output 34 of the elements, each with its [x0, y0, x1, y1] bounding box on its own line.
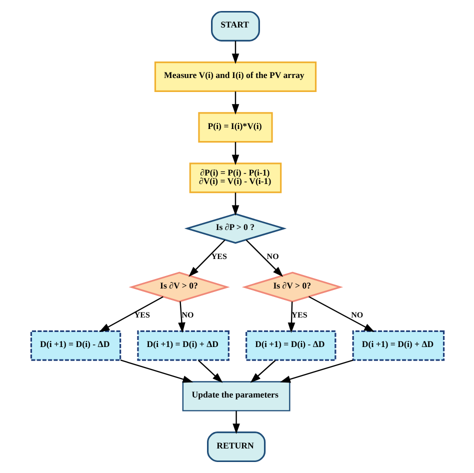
- node-box: Measure V(i) and I(i) of the PV array: [154, 62, 316, 92]
- edge-label: NO: [266, 252, 278, 261]
- node-diamond: Is ∂P > 0 ?: [184, 213, 286, 244]
- arrow: [231, 91, 239, 115]
- node-diamond: Is ∂V > 0?: [128, 272, 230, 302]
- node-box: D(i +1) = D(i) + ΔD: [352, 330, 444, 361]
- arrow: [232, 410, 240, 434]
- node-box: P(i) = I(i)*V(i): [198, 112, 272, 143]
- edge-label: NO: [181, 310, 194, 320]
- arrow: [231, 192, 239, 216]
- arrow: [250, 360, 276, 383]
- arrow: [287, 302, 295, 334]
- edge-label: NO: [350, 310, 363, 320]
- node-box: RETURN: [206, 432, 266, 462]
- node-box: Update the parameters: [182, 381, 290, 412]
- node-box: START: [210, 10, 260, 42]
- arrow: [98, 296, 163, 332]
- arrow: [120, 360, 193, 383]
- edge-label: YES: [210, 252, 227, 261]
- arrow: [231, 40, 239, 64]
- node-box: D(i +1) = D(i) - ΔD: [30, 330, 121, 361]
- node-box: D(i +1) = D(i) + ΔD: [136, 330, 229, 361]
- arrow: [197, 360, 222, 383]
- node-box: D(i +1) = D(i) - ΔD: [245, 330, 336, 361]
- edge-label: YES: [134, 310, 150, 320]
- arrow: [245, 240, 283, 277]
- arrow: [231, 142, 239, 166]
- arrow: [279, 360, 353, 383]
- arrow: [178, 301, 185, 333]
- node-diamond: Is ∂V > 0?: [241, 272, 343, 302]
- arrow: [308, 296, 374, 332]
- arrow: [188, 240, 225, 277]
- node-box: ∂P(i) = P(i) - P(i-1) ∂V(i) = V(i) - V(i-1): [188, 162, 282, 194]
- edge-label: YES: [291, 310, 307, 320]
